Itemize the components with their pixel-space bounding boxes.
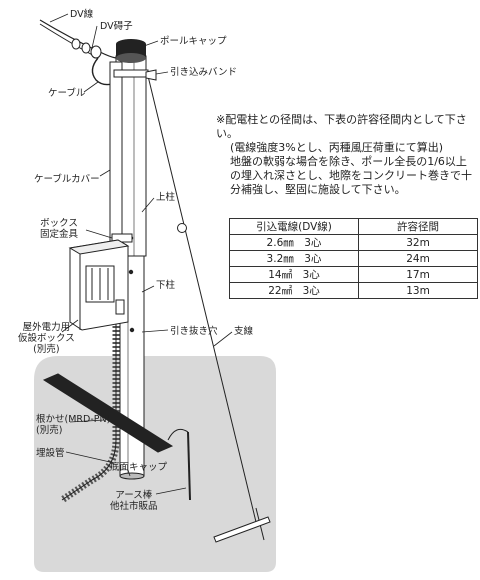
lower-pole-label: 下柱	[156, 280, 176, 291]
root-brace	[42, 373, 174, 453]
note-line-2: (電線強度3%とし、丙種風圧荷重にて算出)	[230, 141, 444, 154]
outdoor-box	[68, 239, 130, 331]
drop-band-label: 引き込みバンド	[170, 67, 237, 78]
table-cell-wire: 14㎟ 3心	[229, 266, 359, 283]
note-line-3: 地盤の軟弱な場合を除き、ポール全長の1/6以上の埋入れ深さとし、地際をコンクリー…	[230, 155, 472, 196]
table-row: 14㎟ 3心 17m	[229, 266, 478, 283]
pole-cap-label: ポールキャップ	[160, 36, 227, 47]
table-cell-span: 17m	[358, 266, 478, 283]
table-cell-span: 13m	[358, 282, 478, 299]
bottom-cap	[119, 472, 145, 480]
guy-anchor-plate	[213, 516, 271, 543]
table-cell-span: 24m	[358, 250, 478, 267]
dv-wire-label: DV線	[70, 9, 94, 20]
cable-cover-label: ケーブルカバー	[34, 174, 100, 185]
dv-insulator-label: DV碍子	[100, 21, 133, 32]
table-header-span: 許容径間	[358, 218, 478, 235]
allowable-span-table: 引込電線(DV線) 許容径間 2.6㎜ 3心 32m 3.2㎜ 3心 24m 1…	[229, 218, 478, 299]
ground-rod-label: アース棒 他社市販品	[110, 490, 158, 512]
leader-lines	[49, 13, 233, 495]
upper-pole-label: 上柱	[156, 192, 176, 203]
installation-note: ※配電柱との径間は、下表の許容径間内として下さい。 (電線強度3%とし、丙種風圧…	[216, 113, 472, 197]
guy-wire-label: 支線	[234, 326, 254, 337]
dv-wire-2	[39, 23, 99, 59]
outdoor-box-label: 屋外電力用 仮設ボックス (別売)	[18, 322, 75, 355]
root-brace-label: 根かせ(MRD-PN) (別売)	[36, 414, 111, 436]
table-row: 22㎟ 3心 13m	[229, 282, 478, 299]
buried-pipe-label: 埋設管	[36, 448, 65, 459]
cable-cover	[109, 61, 123, 259]
guy-wire	[147, 75, 257, 523]
guy-wire-insulator	[177, 223, 187, 233]
table-header-row: 引込電線(DV線) 許容径間	[229, 218, 478, 235]
table-cell-wire: 22㎟ 3心	[229, 282, 359, 299]
box-bracket-label: ボックス 固定金具	[40, 218, 79, 240]
pullout-hole-label: 引き抜き穴	[170, 326, 218, 337]
bottom-cap-label: 底面キャップ	[110, 462, 168, 473]
table-header-wire: 引込電線(DV線)	[229, 218, 359, 235]
cable-label: ケーブル	[48, 88, 86, 99]
table-cell-wire: 3.2㎜ 3心	[229, 250, 359, 267]
table-row: 2.6㎜ 3心 32m	[229, 234, 478, 251]
dv-insulator	[71, 38, 102, 59]
table-row: 3.2㎜ 3心 24m	[229, 250, 478, 267]
note-line-1: ※配電柱との径間は、下表の許容径間内として下さい。	[216, 113, 467, 140]
ground-rod	[187, 431, 191, 501]
table-cell-wire: 2.6㎜ 3心	[229, 234, 359, 251]
drop-band	[113, 69, 149, 78]
table-cell-span: 32m	[358, 234, 478, 251]
